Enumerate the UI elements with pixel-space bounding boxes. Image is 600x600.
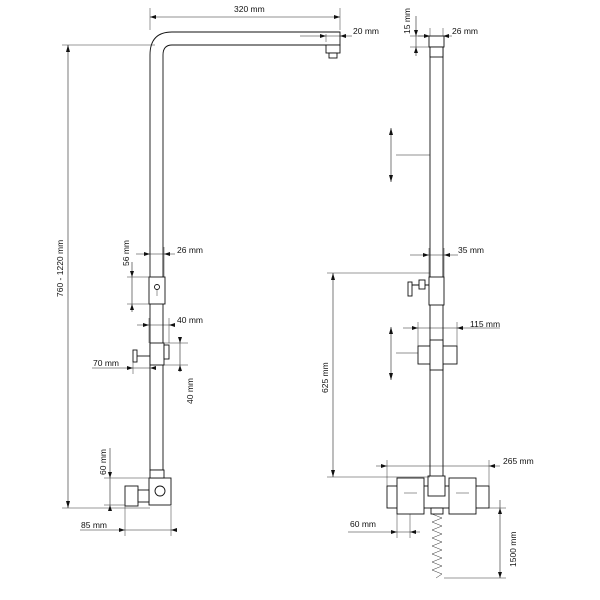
right-head-collar [429,46,444,58]
dim-bracket-height: 56 mm [121,240,131,266]
dim-slider-width: 40 mm [177,315,203,325]
dim-total-height: 760 - 1220 mm [55,240,65,297]
left-bracket-screw [154,284,160,290]
left-pipe-coupling [149,469,165,479]
dim-top-arm: 320 mm [234,4,265,14]
right-riser-pipe [429,46,444,478]
dim-head-width: 20 mm [353,26,379,36]
left-shower-head-tip [328,52,338,59]
dim-hose-length: 1500 mm [508,532,518,567]
dim-head-depth: 15 mm [402,8,412,34]
dim-riser-height: 625 mm [320,362,330,393]
dim-slider-height: 40 mm [185,378,195,404]
dim-holder-width: 115 mm [470,319,500,329]
right-hose-nut [430,507,444,515]
left-slider [149,342,165,366]
left-knob [132,349,138,363]
left-wall-plate [124,485,139,507]
left-shower-head [325,44,341,54]
dim-mixer-width: 265 mm [503,456,534,466]
left-valve-nut [137,489,150,503]
right-mixer-left-knob [396,477,425,515]
left-slider-collar [163,344,170,360]
dim-knob-offset: 70 mm [93,358,119,368]
right-holder-clip [429,339,444,371]
right-hose [431,513,443,579]
dim-base-offset: 85 mm [81,520,107,530]
dim-right-pipe-width: 26 mm [452,26,478,36]
dim-left-pipe-width: 26 mm [177,245,203,255]
dim-hook-width: 35 mm [458,245,484,255]
right-mixer-right-knob [448,477,477,515]
right-hook-cap [418,279,426,290]
right-hook-end [407,281,413,297]
left-side-view: 320 mm 20 mm 760 - 1220 mm 56 mm 26 mm [55,4,379,536]
right-mixer-center [427,475,446,497]
right-shower-head [428,35,445,48]
dim-valve-height: 60 mm [98,449,108,475]
right-bracket [428,276,445,306]
dim-mixer-depth: 60 mm [350,519,376,529]
right-front-view: 15 mm 26 mm 35 mm 625 mm 115 mm [320,8,534,579]
left-valve-ring [154,485,166,497]
